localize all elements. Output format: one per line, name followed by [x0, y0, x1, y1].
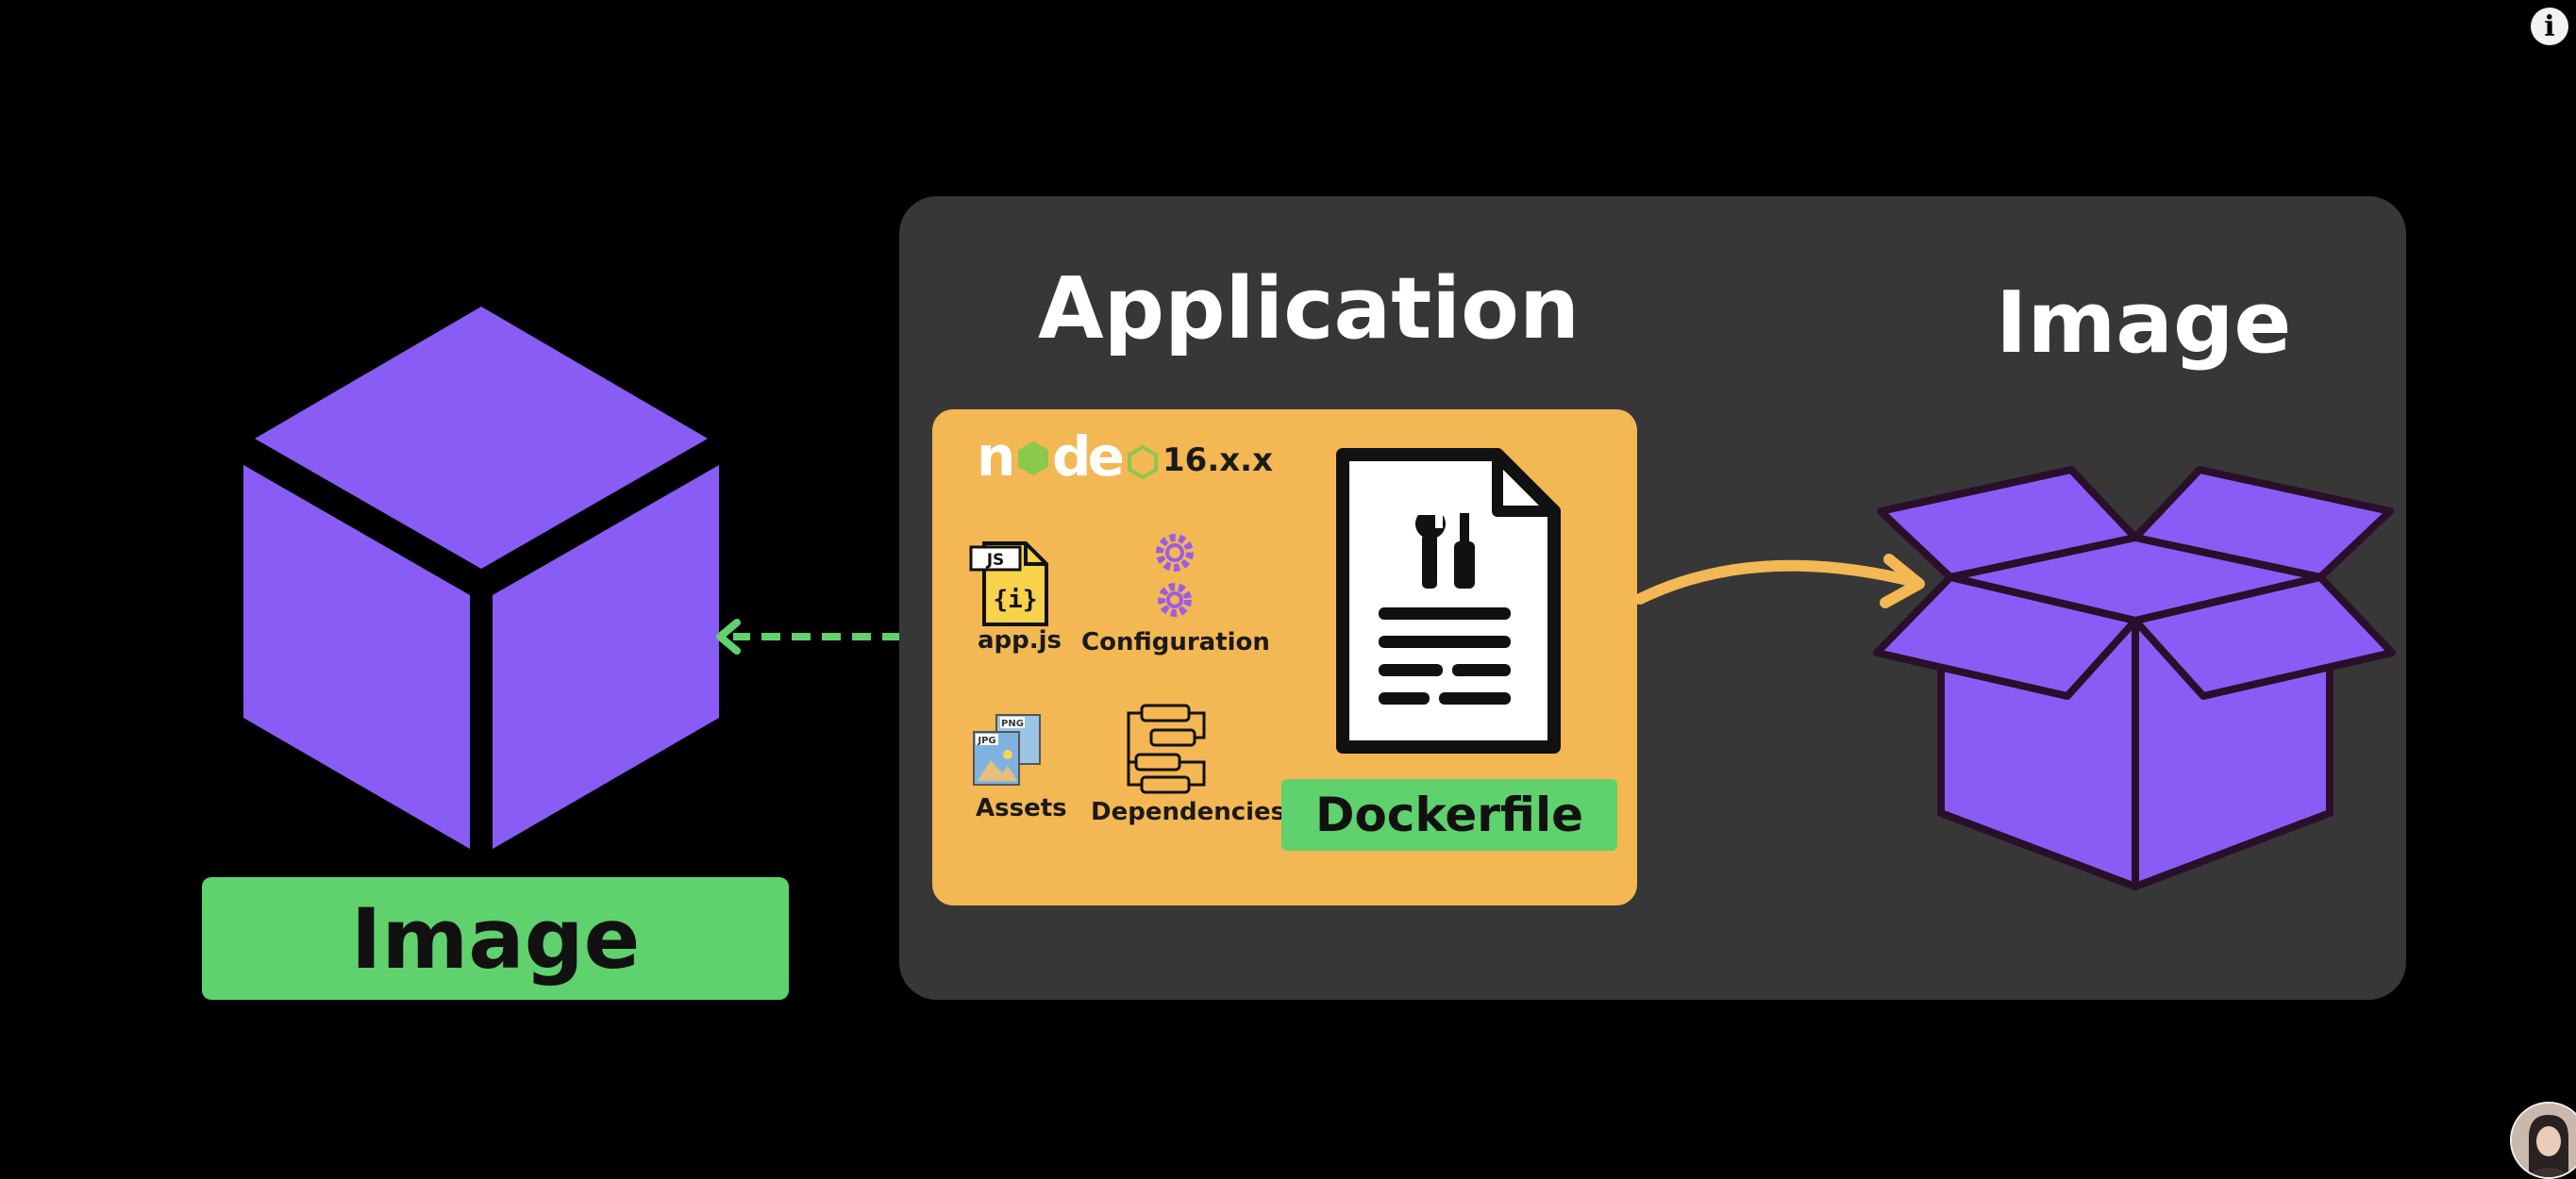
nodejs-logo-icon: n de [977, 424, 1158, 489]
configuration-label: Configuration [1081, 628, 1270, 656]
open-box-icon [1873, 466, 2396, 890]
avatar [2510, 1102, 2576, 1179]
dependencies-label: Dependencies [1091, 798, 1286, 826]
dockerfile-document-icon [1336, 448, 1561, 754]
node-version: 16.x.x [1163, 441, 1274, 479]
appjs-label: app.js [978, 626, 1062, 655]
svg-text:de: de [1052, 424, 1123, 489]
presenter-avatar-icon [2512, 1104, 2576, 1177]
dockerfile-label: Dockerfile [1281, 779, 1617, 851]
svg-text:{i}: {i} [994, 586, 1038, 614]
left-image-label: Image [202, 877, 789, 1000]
svg-text:JPG: JPG [977, 736, 995, 746]
assets-label: Assets [976, 794, 1067, 822]
dependency-tree-icon [1127, 704, 1206, 794]
svg-text:JS: JS [986, 551, 1005, 570]
gears-icon [1156, 534, 1194, 617]
curved-arrow-icon [1634, 554, 1925, 608]
js-file-icon: JS {i} [969, 541, 1048, 626]
svg-text:PNG: PNG [1001, 719, 1024, 729]
application-title: Application [1038, 259, 1581, 358]
svg-text:n: n [977, 424, 1012, 489]
dashed-arrow-icon [716, 619, 901, 655]
image-title: Image [1996, 274, 2292, 373]
info-button[interactable]: i [2531, 8, 2568, 45]
image-files-icon: PNG JPG [973, 714, 1041, 786]
closed-cube-icon [243, 307, 719, 849]
